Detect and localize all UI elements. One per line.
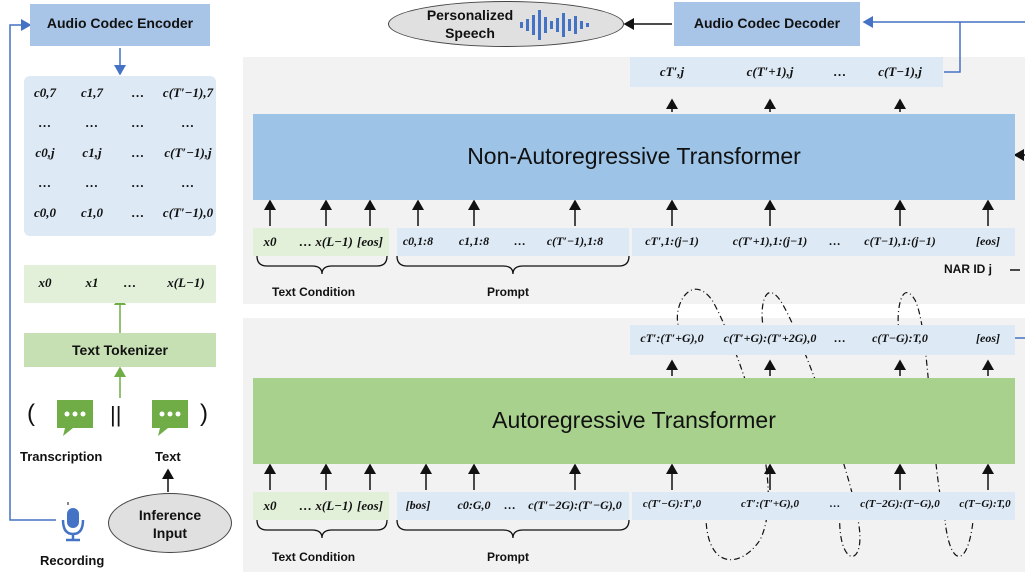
matrix-cell: …	[38, 115, 52, 130]
nar-id-label: NAR ID j	[944, 262, 992, 276]
matrix-cell: c0,j	[35, 145, 55, 160]
ar-output-token: c(T′+G):(T′+2G),0	[723, 331, 817, 345]
ar-title: Autoregressive Transformer	[492, 407, 776, 433]
matrix-cell: c0,0	[33, 205, 57, 220]
matrix-cell: …	[131, 145, 145, 160]
inference-input	[108, 493, 232, 553]
ar-prompt-token: …	[504, 498, 516, 512]
text-token: x1	[85, 275, 99, 290]
ar-prompt-token: c0:G,0	[457, 498, 491, 512]
ar-prompt-inputs-box	[397, 492, 629, 520]
matrix-cell: c1,7	[80, 85, 104, 100]
ar-prompt-label: Prompt	[487, 550, 529, 564]
transcription-label: Transcription	[20, 449, 103, 464]
nar-title: Non-Autoregressive Transformer	[467, 143, 801, 169]
matrix-cell: …	[181, 115, 195, 130]
personalized-speech	[388, 1, 624, 47]
ar-text-condition-label: Text Condition	[272, 550, 356, 564]
nar-prompt-label: Prompt	[487, 285, 529, 299]
waveform-icon	[520, 10, 600, 45]
microphone-icon	[58, 502, 88, 547]
matrix-cell: c1,0	[80, 205, 104, 220]
ar-target-token: c(T−G):T,0	[959, 498, 1011, 510]
matrix-cell: c(T′−1),0	[162, 205, 214, 220]
codec-matrix	[24, 76, 216, 236]
text-token: …	[123, 275, 137, 290]
nar-target-token: cT′,1:(j−1)	[645, 234, 699, 248]
ar-text-token: [eos]	[357, 498, 383, 513]
ar-output-token: cT′:(T′+G),0	[640, 331, 704, 345]
speech-label: Speech	[445, 25, 495, 41]
nar-prompt-token: c(T′−1),1:8	[546, 234, 604, 248]
nar-prompt-token: c0,1:8	[402, 234, 434, 248]
audio-codec-decoder	[674, 2, 860, 46]
encoder-label: Audio Codec Encoder	[46, 15, 194, 31]
decoder-label: Audio Codec Decoder	[693, 15, 841, 31]
personalized-label: Personalized	[426, 7, 514, 23]
ar-prompt-token: c(T′−2G):(T′−G),0	[528, 498, 622, 512]
nar-prompt-token: c1,1:8	[458, 234, 490, 248]
matrix-cell: …	[181, 175, 195, 190]
matrix-cell: …	[131, 115, 145, 130]
inference-label-input: Input	[152, 525, 188, 541]
matrix-cell: …	[38, 175, 52, 190]
ar-target-token: …	[829, 498, 841, 510]
text-tokenizer	[24, 333, 216, 367]
recording-label: Recording	[40, 553, 105, 568]
matrix-cell: …	[85, 115, 99, 130]
ar-target-token: cT′:(T′+G),0	[741, 498, 799, 510]
matrix-cell: …	[131, 85, 145, 100]
inference-label: Inference	[138, 507, 202, 523]
ar-transformer	[253, 378, 1015, 464]
text-token: x0	[38, 275, 52, 290]
matrix-cell: …	[131, 175, 145, 190]
matrix-cell: c(T′−1),7	[162, 85, 214, 100]
nar-transformer	[253, 114, 1015, 200]
paren-close: )	[200, 400, 208, 427]
text-label: Text	[155, 449, 181, 464]
tokenizer-label: Text Tokenizer	[72, 342, 168, 358]
ar-target-token: c(T′−G):T′,0	[642, 498, 702, 510]
ar-text-inputs-box	[253, 492, 389, 520]
nar-output-token: …	[833, 64, 847, 79]
ar-target-inputs-box	[632, 492, 1015, 520]
nar-output-token: cT′,j	[659, 64, 685, 79]
nar-text-token: … x(L−1)	[299, 234, 353, 249]
nar-output-token: c(T−1),j	[878, 64, 922, 79]
nar-text-inputs-box	[253, 228, 389, 256]
ar-output-token: c(T−G):T,0	[872, 331, 928, 345]
matrix-cell: c(T′−1),j	[164, 145, 212, 160]
paren-open: (	[27, 400, 35, 427]
ar-target-token: c(T−2G):(T−G),0	[860, 498, 940, 510]
nar-prompt-inputs-box	[397, 228, 629, 256]
matrix-cell: …	[85, 175, 99, 190]
nar-target-inputs-box	[632, 228, 1015, 256]
ar-text-token: x0	[263, 498, 277, 513]
ar-output-token: [eos]	[976, 331, 1000, 345]
nar-text-token: x0	[263, 234, 277, 249]
nar-target-token: [eos]	[976, 234, 1000, 248]
nar-target-token: c(T−1),1:(j−1)	[864, 234, 936, 248]
nar-target-token: c(T′+1),1:(j−1)	[732, 234, 808, 248]
chat-bubble-icon	[150, 398, 190, 443]
matrix-cell: c0,7	[33, 85, 57, 100]
concat-symbol: ||	[110, 402, 122, 427]
nar-output-token: c(T′+1),j	[746, 64, 794, 79]
nar-output-row	[630, 57, 943, 87]
audio-codec-encoder	[30, 4, 210, 46]
text-token-row	[24, 265, 216, 303]
ar-prompt-token: [bos]	[405, 498, 431, 512]
ar-text-token: … x(L−1)	[299, 498, 353, 513]
ar-output-token: …	[834, 331, 846, 345]
nar-target-token: …	[829, 234, 841, 248]
text-token: x(L−1)	[167, 275, 205, 290]
matrix-cell: c1,j	[82, 145, 102, 160]
ar-output-row	[630, 325, 1015, 355]
chat-bubble-icon	[55, 398, 95, 443]
matrix-cell: …	[131, 205, 145, 220]
nar-prompt-token: …	[514, 234, 526, 248]
nar-text-token: [eos]	[357, 234, 383, 249]
nar-text-condition-label: Text Condition	[272, 285, 356, 299]
